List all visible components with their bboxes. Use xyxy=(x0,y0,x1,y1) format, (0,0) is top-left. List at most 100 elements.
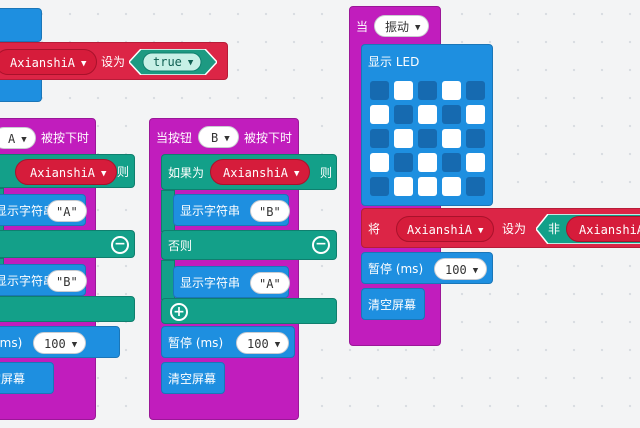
chevron-down-icon: ▼ xyxy=(224,134,230,144)
left-pause-block[interactable]: (ms) 100▼ xyxy=(0,326,120,358)
led-cell-0-3[interactable] xyxy=(442,81,461,100)
string-value: "A" xyxy=(56,205,78,219)
string-input[interactable]: "B" xyxy=(47,270,87,292)
show-led-label: 显示 LED xyxy=(368,55,420,69)
variable-name: AxianshiA xyxy=(30,166,96,180)
left-show-string-block-2[interactable]: 显示字符串 "B" xyxy=(0,264,87,296)
led-cell-2-3[interactable] xyxy=(442,129,461,148)
led-cell-2-0[interactable] xyxy=(370,129,389,148)
left-top-basic-bottom xyxy=(0,80,42,102)
chevron-down-icon: ▼ xyxy=(294,169,300,179)
string-input[interactable]: "A" xyxy=(47,200,87,222)
pressed-label: 被按下时 xyxy=(41,131,90,145)
led-cell-4-0[interactable] xyxy=(370,177,389,196)
set-to-label: 设为 xyxy=(502,222,527,236)
led-cell-3-1[interactable] xyxy=(394,153,413,172)
if-label: 如果为 xyxy=(168,166,205,180)
clear-label: 清空屏幕 xyxy=(368,298,417,312)
led-cell-1-3[interactable] xyxy=(442,105,461,124)
variable-name: AxianshiA xyxy=(223,166,289,180)
chevron-down-icon: ▼ xyxy=(101,169,107,179)
string-input[interactable]: "A" xyxy=(250,272,290,294)
left-if-block[interactable]: AxianshiA ▼ 则 xyxy=(0,154,135,188)
left-top-basic-block[interactable] xyxy=(0,8,42,42)
collapse-icon[interactable]: − xyxy=(312,236,330,254)
led-cell-3-2[interactable] xyxy=(418,153,437,172)
led-cell-4-2[interactable] xyxy=(418,177,437,196)
show-string-block-a[interactable]: 显示字符串 "A" xyxy=(173,266,290,298)
not-label: 非 xyxy=(548,222,561,236)
pause-label: 暂停 (ms) xyxy=(168,336,224,350)
true-dropdown[interactable]: true▼ xyxy=(153,49,193,75)
led-cell-4-4[interactable] xyxy=(466,177,485,196)
led-cell-2-2[interactable] xyxy=(418,129,437,148)
led-cell-1-4[interactable] xyxy=(466,105,485,124)
led-cell-1-2[interactable] xyxy=(418,105,437,124)
variable-dropdown[interactable]: AxianshiA ▼ xyxy=(15,159,118,185)
led-cell-1-0[interactable] xyxy=(370,105,389,124)
variable-name: AxianshiA xyxy=(407,223,473,237)
left-show-string-block-1[interactable]: 显示字符串 "A" xyxy=(0,194,87,226)
show-led-block[interactable]: 显示 LED xyxy=(361,44,493,206)
variable-dropdown[interactable]: AxianshiA▼ xyxy=(396,216,495,242)
led-cell-2-1[interactable] xyxy=(394,129,413,148)
button-key-dropdown[interactable]: B▼ xyxy=(198,126,239,148)
if-else-block[interactable]: 如果为 AxianshiA ▼ 则 xyxy=(161,154,337,190)
variable-dropdown[interactable]: AxianshiA▼ xyxy=(0,49,98,75)
chevron-down-icon: ▼ xyxy=(21,135,27,145)
when-button-label: 当按钮 xyxy=(156,131,193,145)
led-cell-0-4[interactable] xyxy=(466,81,485,100)
set-variable-block[interactable]: 将 AxianshiA▼ 设为 非 AxianshiA xyxy=(361,208,640,248)
show-string-label: 显示字符串 xyxy=(0,204,56,218)
variable-name: AxianshiA xyxy=(579,223,640,237)
led-cell-3-0[interactable] xyxy=(370,153,389,172)
led-cell-2-4[interactable] xyxy=(466,129,485,148)
event-dropdown[interactable]: 振动▼ xyxy=(374,15,430,37)
pause-dropdown[interactable]: 100▼ xyxy=(33,332,87,354)
chevron-down-icon: ▼ xyxy=(71,340,78,350)
variable-dropdown-2[interactable]: AxianshiA xyxy=(566,216,640,242)
else-row[interactable]: 否则 − xyxy=(161,230,337,260)
show-string-label: 显示字符串 xyxy=(0,274,56,288)
led-cell-3-3[interactable] xyxy=(442,153,461,172)
button-key: B xyxy=(211,131,219,145)
set-label: 将 xyxy=(368,222,381,236)
right-pause-block[interactable]: 暂停 (ms) 100 ▼ xyxy=(361,252,493,284)
chevron-down-icon: ▼ xyxy=(81,59,87,69)
led-cell-4-3[interactable] xyxy=(442,177,461,196)
button-key-dropdown[interactable]: A▼ xyxy=(0,127,36,149)
add-branch-icon[interactable]: + xyxy=(170,303,188,321)
led-cell-4-1[interactable] xyxy=(394,177,413,196)
led-grid[interactable] xyxy=(370,81,494,205)
chevron-down-icon: ▼ xyxy=(187,58,194,68)
chevron-down-icon: ▼ xyxy=(274,340,281,350)
clear-screen-block[interactable]: 清空屏幕 xyxy=(161,362,225,394)
led-cell-0-1[interactable] xyxy=(394,81,413,100)
left-set-variable-block[interactable]: AxianshiA▼ 设为 true▼ xyxy=(0,42,228,80)
boolean-value-block[interactable] xyxy=(129,49,217,75)
led-cell-0-2[interactable] xyxy=(418,81,437,100)
string-value: "A" xyxy=(259,277,281,291)
clear-label: 清空屏幕 xyxy=(0,372,26,386)
pause-dropdown[interactable]: 100▼ xyxy=(236,332,290,354)
pause-value: 100 xyxy=(445,263,467,277)
pause-dropdown[interactable]: 100 ▼ xyxy=(434,258,488,280)
led-cell-1-1[interactable] xyxy=(394,105,413,124)
right-clear-block[interactable]: 清空屏幕 xyxy=(361,288,425,320)
pause-block[interactable]: 暂停 (ms) 100▼ xyxy=(161,326,295,358)
left-clear-block[interactable]: 清空屏幕 xyxy=(0,362,54,394)
event-value: 振动 xyxy=(385,20,410,34)
pause-label: 暂停 (ms) xyxy=(368,262,424,276)
chevron-down-icon: ▼ xyxy=(472,266,479,276)
led-cell-3-4[interactable] xyxy=(466,153,485,172)
then-label: 则 xyxy=(320,166,333,180)
show-string-block-b[interactable]: 显示字符串 "B" xyxy=(173,194,290,226)
then-label: 则 xyxy=(117,165,130,179)
collapse-icon[interactable]: − xyxy=(111,236,129,254)
string-value: "B" xyxy=(56,275,78,289)
variable-dropdown[interactable]: AxianshiA ▼ xyxy=(210,159,311,185)
string-input[interactable]: "B" xyxy=(250,200,290,222)
left-if-bottom xyxy=(0,296,135,322)
left-else-block[interactable]: − xyxy=(0,230,135,258)
led-cell-0-0[interactable] xyxy=(370,81,389,100)
